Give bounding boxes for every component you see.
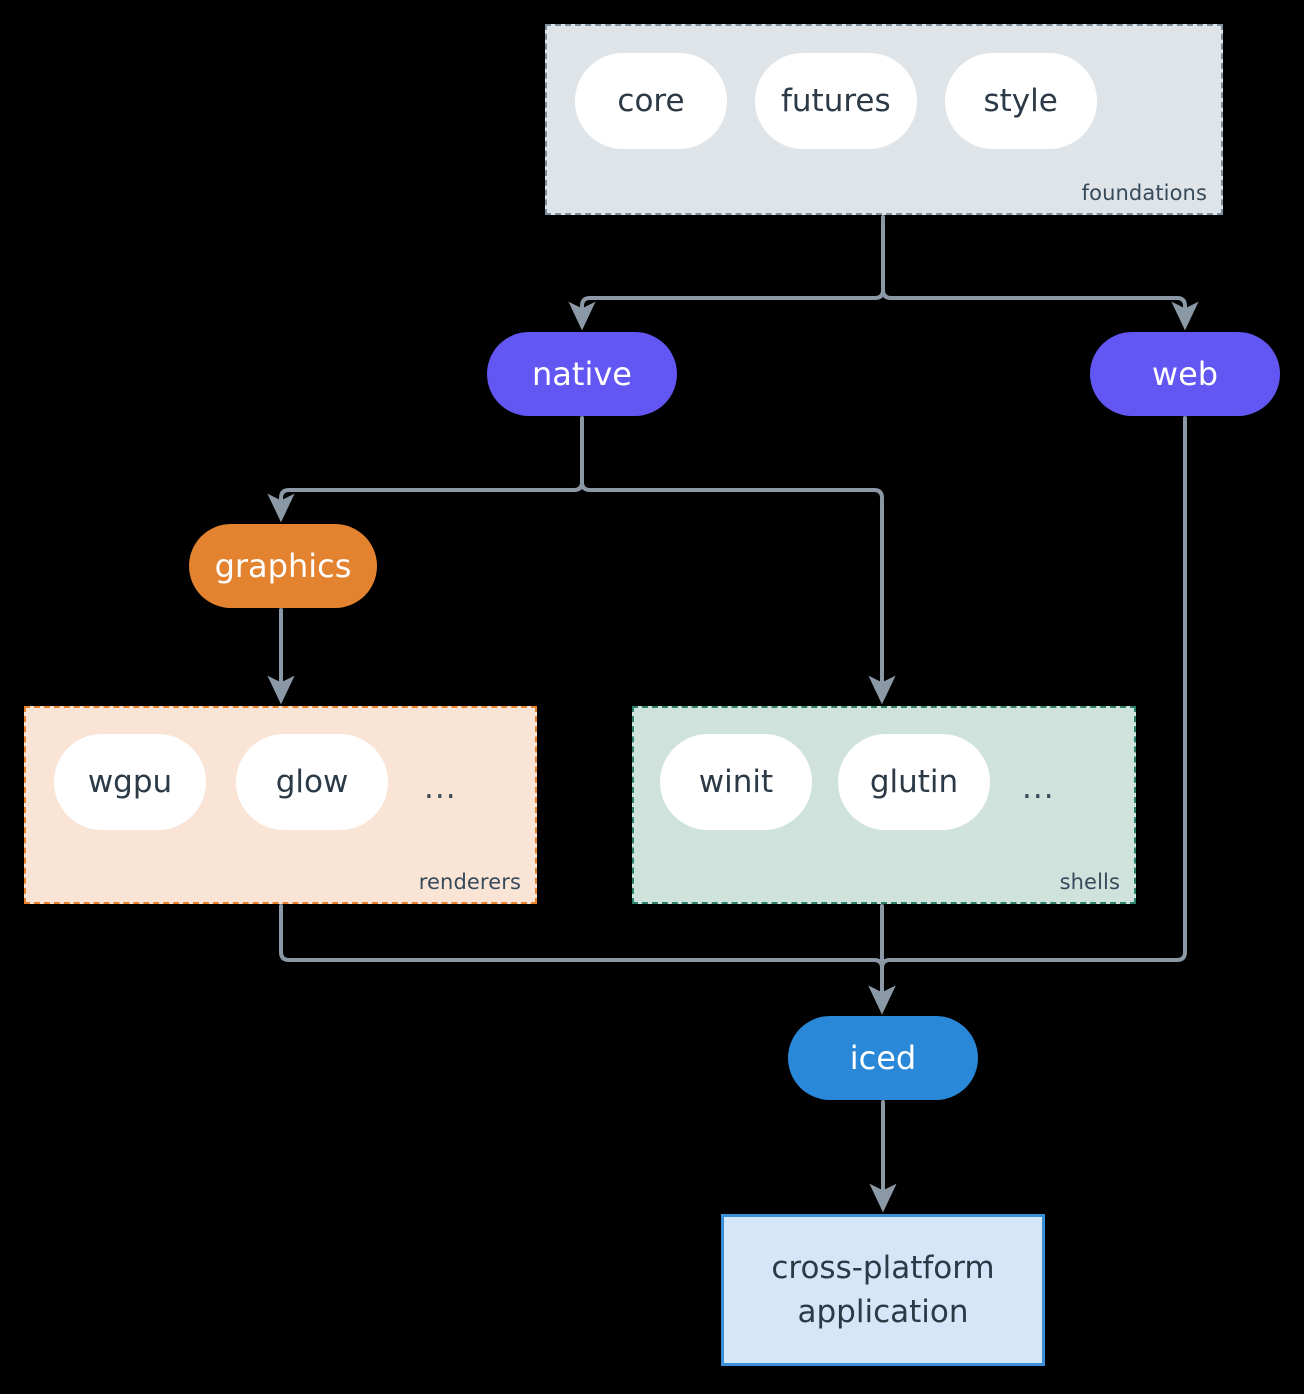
node-iced[interactable]: iced: [788, 1016, 978, 1100]
node-web-label: web: [1151, 355, 1219, 393]
group-shells-items: winit glutin ...: [660, 734, 1061, 830]
group-foundations-items: core futures style: [575, 53, 1097, 149]
pill-glow[interactable]: glow: [236, 734, 388, 830]
node-graphics-label: graphics: [214, 547, 352, 585]
pill-core[interactable]: core: [575, 53, 727, 149]
group-shells[interactable]: winit glutin ... shells: [632, 706, 1136, 904]
group-renderers-items: wgpu glow ...: [54, 734, 463, 830]
node-cross-platform-application[interactable]: cross-platform application: [721, 1214, 1045, 1366]
application-line-1: cross-platform: [771, 1249, 995, 1286]
node-native-label: native: [532, 355, 632, 393]
group-foundations[interactable]: core futures style foundations: [545, 24, 1223, 215]
node-web[interactable]: web: [1090, 332, 1280, 416]
group-renderers-label: renderers: [418, 870, 521, 894]
group-renderers[interactable]: wgpu glow ... renderers: [24, 706, 537, 904]
node-iced-label: iced: [849, 1039, 917, 1077]
pill-style[interactable]: style: [944, 53, 1097, 149]
pill-glutin[interactable]: glutin: [838, 734, 990, 830]
pill-wgpu[interactable]: wgpu: [54, 734, 206, 830]
node-graphics[interactable]: graphics: [189, 524, 377, 608]
pill-winit[interactable]: winit: [660, 734, 812, 830]
renderers-ellipsis: ...: [424, 770, 457, 806]
node-native[interactable]: native: [487, 332, 677, 416]
group-foundations-label: foundations: [1081, 181, 1207, 205]
pill-futures[interactable]: futures: [755, 53, 917, 149]
shells-ellipsis: ...: [1022, 770, 1055, 806]
application-line-2: application: [797, 1294, 969, 1330]
group-shells-label: shells: [1059, 870, 1120, 894]
